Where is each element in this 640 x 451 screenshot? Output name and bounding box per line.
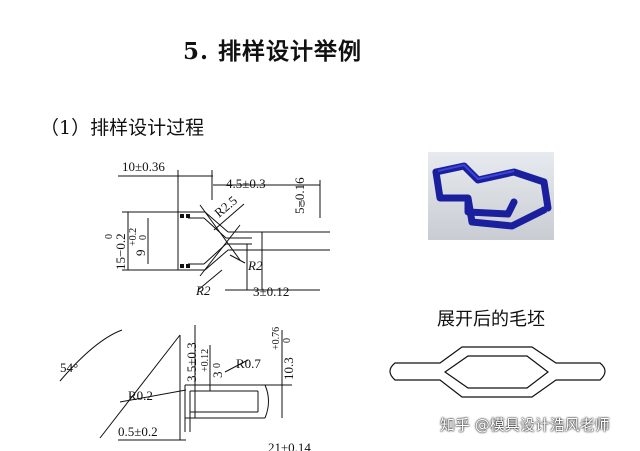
dim-r0-7: R0.7 [236,356,261,371]
dim-3: 3 [210,372,225,379]
dim-3-5: 3.5±0.3 [184,342,199,382]
dim-r0-2: R0.2 [128,388,153,403]
dim-5: 5−0.16 [292,177,307,214]
blank-caption: 展开后的毛坯 [437,309,545,330]
dim-r2-right: R2 [247,258,263,273]
dim-3-tol: +0.12 [200,349,211,372]
dim-21: 21±0.14 [268,440,311,451]
dim-15: 15−0.2 [113,233,128,270]
dim-9-tol-zero: 0 [138,235,149,240]
page-heading: 5. 排样设计举例 [183,38,363,65]
dim-0-5: 0.5±0.2 [118,424,158,439]
dim-9-tol: +0.2 [128,228,139,246]
dim-10-3: 10.3 [281,357,296,380]
watermark-text: 知乎 @模具设计浩风老师 [440,416,610,434]
dim-10-3-tol: +0.76 [271,327,282,350]
part-3d-render [428,152,554,240]
dim-9: 9 [133,250,148,257]
dim-angle: 54° [60,360,78,375]
dim-10: 10±0.36 [122,159,165,174]
dim-r2-left: R2 [195,283,211,298]
section-subheading: （1）排样设计过程 [40,117,205,139]
dim-3: 3±0.12 [253,284,289,299]
dim-3-tol-zero: 0 [212,363,223,368]
dim-15-upper: 0 [104,234,115,239]
dim-5-upper: 0 [300,199,305,210]
dim-4-5: 4.5±0.3 [226,176,266,191]
dim-10-3-tol-zero: 0 [282,338,293,343]
